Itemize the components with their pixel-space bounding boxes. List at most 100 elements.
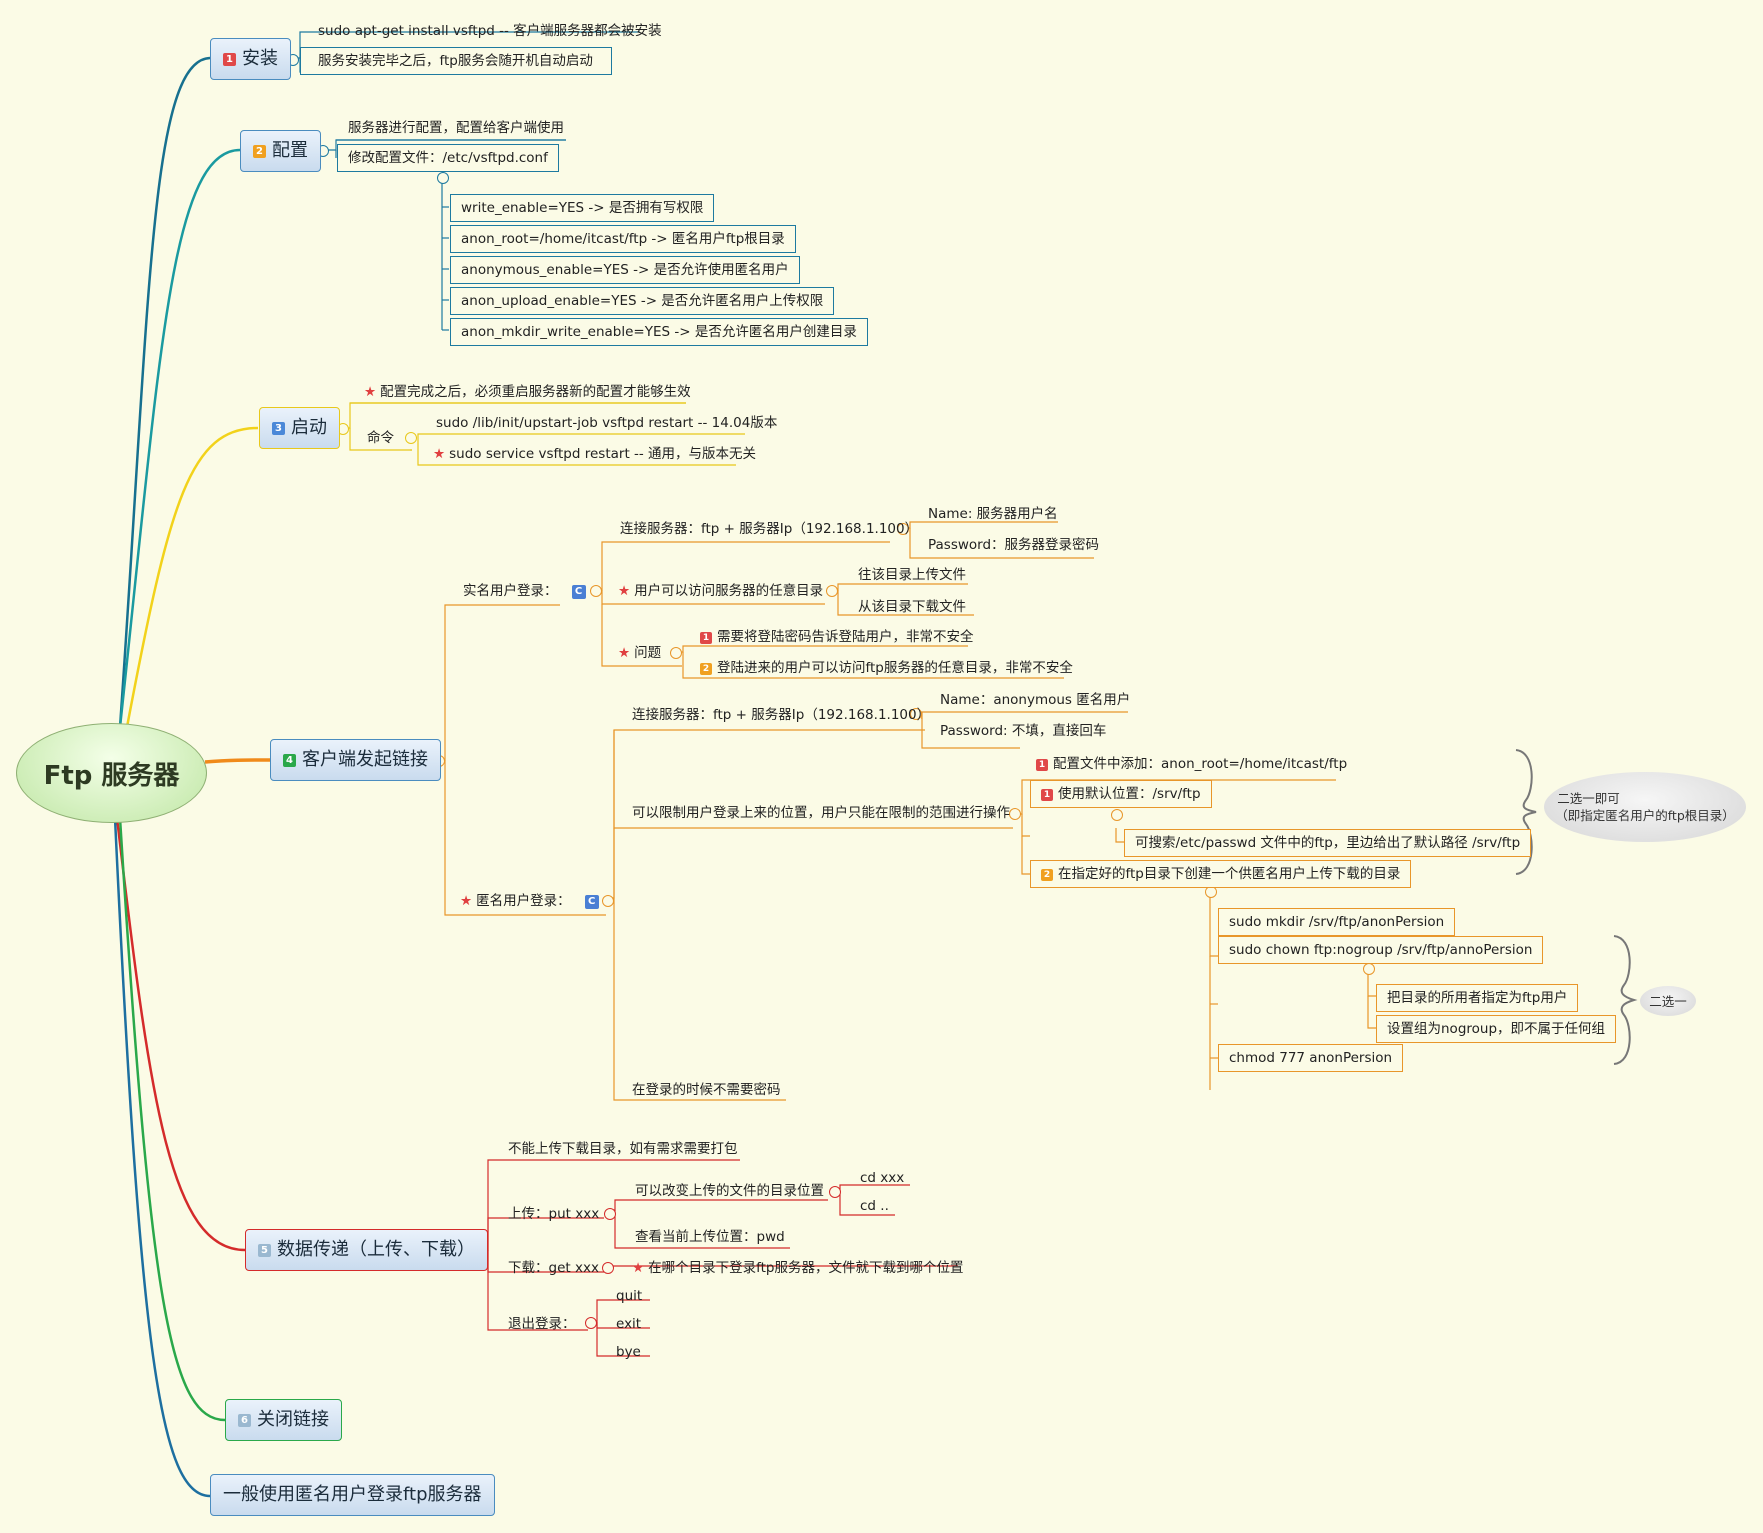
transfer-note[interactable]: 不能上传下载目录，如有需求需要打包 — [508, 1141, 738, 1157]
topic-label: 一般使用匿名用户登录ftp服务器 — [223, 1484, 482, 1505]
config-file[interactable]: 修改配置文件：/etc/vsftpd.conf — [337, 144, 559, 172]
real-access[interactable]: ★用户可以访问服务器的任意目录 — [618, 583, 823, 599]
priority-2-icon: 2 — [253, 145, 266, 158]
chown-group[interactable]: 设置组为nogroup，即不属于任何组 — [1376, 1015, 1617, 1043]
limit-option-2-note[interactable]: 可搜索/etc/passwd 文件中的ftp，里边给出了默认路径 /srv/ft… — [1124, 829, 1532, 857]
option-text: 配置文件中添加：anon_root=/home/itcast/ftp — [1053, 756, 1348, 772]
download-command[interactable]: 下载：get xxx — [508, 1260, 599, 1276]
collapse-toggle[interactable] — [829, 1186, 841, 1198]
topic-client-connect[interactable]: 4 客户端发起链接 — [270, 739, 441, 781]
collapse-toggle[interactable] — [826, 585, 838, 597]
anon-cmd-chown[interactable]: sudo chown ftp:nogroup /srv/ftp/annoPers… — [1218, 936, 1544, 964]
config-option[interactable]: anon_upload_enable=YES -> 是否允许匿名用户上传权限 — [450, 287, 835, 315]
collapse-toggle[interactable] — [590, 585, 602, 597]
collapse-toggle[interactable] — [437, 172, 449, 184]
pwd-command[interactable]: 查看当前上传位置：pwd — [635, 1229, 785, 1245]
anon-no-password[interactable]: 在登录的时候不需要密码 — [632, 1082, 781, 1098]
cd-up-command[interactable]: cd .. — [860, 1198, 889, 1214]
collapse-toggle[interactable] — [1009, 808, 1021, 820]
checklist-icon: C — [584, 895, 599, 909]
topic-label: 数据传递（上传、下载） — [277, 1239, 475, 1260]
anon-connect[interactable]: 连接服务器：ftp + 服务器Ip（192.168.1.100） — [632, 707, 931, 723]
anon-name[interactable]: Name：anonymous 匿名用户 — [940, 692, 1131, 708]
config-option[interactable]: write_enable=YES -> 是否拥有写权限 — [450, 194, 715, 222]
anon-cmd-chmod[interactable]: chmod 777 anonPersion — [1218, 1044, 1404, 1072]
bye-command[interactable]: bye — [616, 1344, 641, 1360]
exit-command[interactable]: exit — [616, 1316, 642, 1332]
priority-1-icon: 1 — [1041, 789, 1053, 801]
star-icon: ★ — [460, 893, 473, 909]
collapse-toggle[interactable] — [897, 523, 909, 535]
collapse-toggle[interactable] — [1111, 809, 1123, 821]
real-problem[interactable]: ★问题 — [618, 645, 661, 661]
topic-general-usage[interactable]: 一般使用匿名用户登录ftp服务器 — [210, 1474, 495, 1516]
command-item[interactable]: sudo /lib/init/upstart-job vsftpd restar… — [436, 415, 778, 431]
real-password[interactable]: Password：服务器登录密码 — [928, 537, 1100, 553]
start-note[interactable]: ★配置完成之后，必须重启服务器新的配置才能够生效 — [364, 384, 691, 400]
anon-password[interactable]: Password: 不填，直接回车 — [940, 723, 1107, 739]
logout-label[interactable]: 退出登录： — [508, 1316, 576, 1332]
config-option[interactable]: anon_root=/home/itcast/ftp -> 匿名用户ftp根目录 — [450, 225, 796, 253]
real-user-login[interactable]: 实名用户登录： C — [463, 583, 586, 599]
collapse-toggle[interactable] — [910, 708, 922, 720]
real-download[interactable]: 从该目录下载文件 — [858, 599, 966, 615]
anon-user-login[interactable]: ★匿名用户登录：C — [460, 893, 599, 909]
real-user-label: 实名用户登录： — [463, 583, 558, 599]
priority-6-icon: 6 — [238, 1414, 251, 1427]
callout-line: 二选一 — [1649, 993, 1687, 1009]
topic-config[interactable]: 2 配置 — [240, 130, 321, 172]
collapse-toggle[interactable] — [604, 1208, 616, 1220]
command-label[interactable]: 命令 — [367, 430, 394, 446]
root-label: Ftp 服务器 — [43, 760, 180, 791]
callout-line: （即指定匿名用户的ftp根目录） — [1555, 808, 1735, 823]
option-text: 在指定好的ftp目录下创建一个供匿名用户上传下载的目录 — [1058, 866, 1401, 882]
callout-choose-one[interactable]: 二选一即可 （即指定匿名用户的ftp根目录） — [1544, 772, 1746, 842]
access-text: 用户可以访问服务器的任意目录 — [634, 583, 824, 599]
topic-label: 客户端发起链接 — [302, 749, 428, 770]
anon-cmd-mkdir[interactable]: sudo mkdir /srv/ftp/anonPersion — [1218, 908, 1456, 936]
topic-label: 配置 — [272, 140, 308, 161]
cd-command[interactable]: cd xxx — [860, 1170, 905, 1186]
callout-line: 二选一即可 — [1557, 791, 1620, 806]
quit-command[interactable]: quit — [616, 1288, 643, 1304]
collapse-toggle[interactable] — [585, 1317, 597, 1329]
star-icon: ★ — [618, 645, 631, 661]
callout-either[interactable]: 二选一 — [1640, 986, 1696, 1016]
root-topic[interactable]: Ftp 服务器 — [16, 723, 207, 823]
checklist-icon: C — [571, 585, 586, 599]
collapse-toggle[interactable] — [602, 895, 614, 907]
collapse-toggle[interactable] — [1363, 963, 1375, 975]
upload-change-dir[interactable]: 可以改变上传的文件的目录位置 — [635, 1183, 824, 1199]
chown-owner[interactable]: 把目录的所用者指定为ftp用户 — [1376, 984, 1579, 1012]
install-item[interactable]: sudo apt-get install vsftpd -- 客户端服务器都会被… — [318, 23, 662, 39]
star-icon: ★ — [618, 583, 631, 599]
collapse-toggle[interactable] — [602, 1262, 614, 1274]
install-item[interactable]: 服务安装完毕之后，ftp服务会随开机自动启动 — [300, 47, 612, 75]
config-option[interactable]: anon_mkdir_write_enable=YES -> 是否允许匿名用户创… — [450, 318, 868, 346]
command-item[interactable]: ★sudo service vsftpd restart -- 通用，与版本无关 — [433, 446, 756, 462]
real-name[interactable]: Name: 服务器用户名 — [928, 506, 1058, 522]
anon-limit[interactable]: 可以限制用户登录上来的位置，用户只能在限制的范围进行操作 — [632, 805, 1010, 821]
star-icon: ★ — [632, 1260, 645, 1276]
config-item[interactable]: 服务器进行配置，配置给客户端使用 — [348, 120, 564, 136]
collapse-toggle[interactable] — [670, 647, 682, 659]
priority-4-icon: 4 — [283, 754, 296, 767]
real-connect[interactable]: 连接服务器：ftp + 服务器Ip（192.168.1.100） — [620, 521, 919, 537]
download-note[interactable]: ★在哪个目录下登录ftp服务器，文件就下载到哪个位置 — [632, 1260, 964, 1276]
config-option[interactable]: anonymous_enable=YES -> 是否允许使用匿名用户 — [450, 256, 800, 284]
collapse-toggle[interactable] — [405, 432, 417, 444]
upload-command[interactable]: 上传：put xxx — [508, 1206, 600, 1222]
star-icon: ★ — [433, 446, 446, 462]
real-upload[interactable]: 往该目录上传文件 — [858, 567, 966, 583]
star-icon: ★ — [364, 384, 377, 400]
